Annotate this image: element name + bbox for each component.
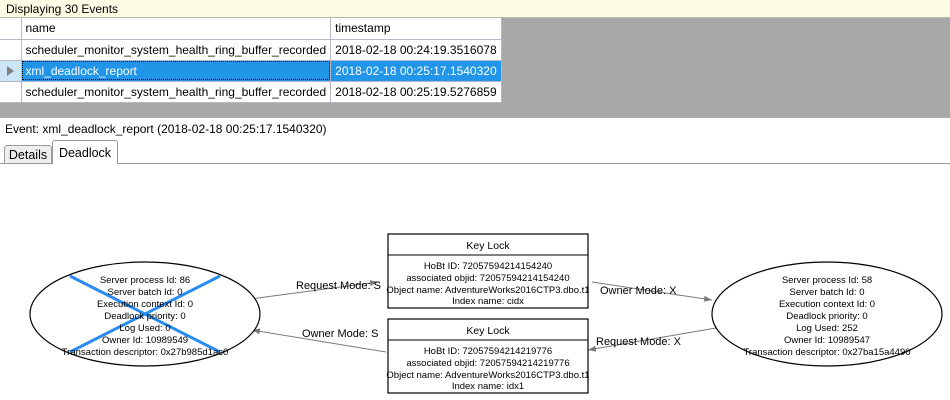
cell-timestamp[interactable]: 2018-02-18 00:25:19.5276859 xyxy=(330,81,502,103)
edge-owner-x-label: Owner Mode: X xyxy=(600,285,677,297)
deadlock-victim-cross-icon xyxy=(69,274,221,354)
edge-request-s[interactable]: Request Mode: S xyxy=(249,280,381,300)
key-lock-bottom-line-0: HoBt ID: 72057594214219776 xyxy=(424,346,552,357)
process-left-line-0: Server process Id: 86 xyxy=(100,275,190,286)
process-node-right[interactable]: Server process Id: 58 Server batch Id: 0… xyxy=(711,261,943,367)
events-grid-container[interactable]: name timestamp scheduler_monitor_system_… xyxy=(0,18,950,118)
process-left-line-6: Transaction descriptor: 0x27b985d1ac0 xyxy=(62,347,229,358)
table-row[interactable]: scheduler_monitor_system_health_ring_buf… xyxy=(0,39,502,61)
tabstrip: Details Deadlock xyxy=(0,140,950,164)
cell-name[interactable]: xml_deadlock_report xyxy=(21,60,332,82)
resource-node-key-lock-top[interactable]: Key Lock HoBt ID: 72057594214154240 asso… xyxy=(386,233,590,309)
events-grid[interactable]: name timestamp scheduler_monitor_system_… xyxy=(0,18,502,103)
process-right-line-5: Owner Id: 10989547 xyxy=(784,335,870,346)
resource-node-key-lock-bottom[interactable]: Key Lock HoBt ID: 72057594214219776 asso… xyxy=(386,318,590,394)
edge-owner-x[interactable]: Owner Mode: X xyxy=(591,281,713,302)
edge-request-s-label: Request Mode: S xyxy=(296,280,381,292)
key-lock-bottom-line-2: Object name: AdventureWorks2016CTP3.dbo.… xyxy=(386,370,589,381)
key-lock-bottom-line-1: associated objid: 72057594214219776 xyxy=(406,358,569,369)
row-selector-cell[interactable] xyxy=(0,81,22,103)
process-left-line-1: Server batch Id: 0 xyxy=(108,287,183,298)
tab-deadlock-label: Deadlock xyxy=(58,145,112,160)
process-right-line-3: Deadlock priority: 0 xyxy=(786,311,867,322)
process-right-line-0: Server process Id: 58 xyxy=(782,275,872,286)
edge-owner-s[interactable]: Owner Mode: S xyxy=(251,328,387,353)
process-left-line-5: Owner Id: 10989549 xyxy=(102,335,188,346)
process-right-line-2: Execution context Id: 0 xyxy=(779,299,875,310)
key-lock-top-line-3: Index name: cidx xyxy=(452,296,524,307)
table-row[interactable]: scheduler_monitor_system_health_ring_buf… xyxy=(0,81,502,103)
cell-name[interactable]: scheduler_monitor_system_health_ring_buf… xyxy=(21,81,332,103)
row-selector-arrow-icon xyxy=(6,65,14,76)
process-right-line-1: Server batch Id: 0 xyxy=(790,287,865,298)
column-header-timestamp[interactable]: timestamp xyxy=(330,18,502,40)
process-left-line-2: Execution context Id: 0 xyxy=(97,299,193,310)
process-right-line-6: Transaction descriptor: 0x27ba15a4490 xyxy=(743,347,910,358)
key-lock-bottom-line-3: Index name: idx1 xyxy=(452,381,524,392)
deadlock-graph-canvas[interactable]: Request Mode: S Owner Mode: S Owner Mode… xyxy=(0,163,950,400)
key-lock-top-title: Key Lock xyxy=(466,240,510,252)
events-banner: Displaying 30 Events xyxy=(0,0,950,18)
events-banner-label: Displaying 30 Events xyxy=(6,1,119,16)
row-selector-cell[interactable] xyxy=(0,39,22,61)
tab-details-label: Details xyxy=(8,148,48,162)
event-caption-label: Event: xml_deadlock_report (2018-02-18 0… xyxy=(5,122,327,136)
tab-deadlock[interactable]: Deadlock xyxy=(52,140,118,164)
column-header-selector[interactable] xyxy=(0,18,22,40)
process-left-line-3: Deadlock priority: 0 xyxy=(104,311,185,322)
column-header-name[interactable]: name xyxy=(21,18,332,40)
event-caption: Event: xml_deadlock_report (2018-02-18 0… xyxy=(0,119,950,139)
key-lock-bottom-title: Key Lock xyxy=(466,325,510,337)
key-lock-top-line-1: associated objid: 72057594214154240 xyxy=(406,273,569,284)
key-lock-top-line-0: HoBt ID: 72057594214154240 xyxy=(424,261,552,272)
cell-timestamp[interactable]: 2018-02-18 00:25:17.1540320 xyxy=(330,60,502,82)
row-selector-cell[interactable] xyxy=(0,60,22,82)
process-node-left-victim[interactable]: Server process Id: 86 Server batch Id: 0… xyxy=(29,261,261,367)
table-row-selected[interactable]: xml_deadlock_report 2018-02-18 00:25:17.… xyxy=(0,60,502,82)
edge-owner-s-label: Owner Mode: S xyxy=(302,328,378,340)
edge-request-x[interactable]: Request Mode: X xyxy=(587,327,717,352)
grid-header-row: name timestamp xyxy=(0,18,502,40)
cell-name[interactable]: scheduler_monitor_system_health_ring_buf… xyxy=(21,39,332,61)
key-lock-top-line-2: Object name: AdventureWorks2016CTP3.dbo.… xyxy=(386,285,589,296)
tab-details[interactable]: Details xyxy=(4,145,52,164)
process-right-line-4: Log Used: 252 xyxy=(796,323,858,334)
edge-request-x-label: Request Mode: X xyxy=(596,336,682,348)
process-left-line-4: Log Used: 0 xyxy=(119,323,170,334)
cell-timestamp[interactable]: 2018-02-18 00:24:19.3516078 xyxy=(330,39,502,61)
